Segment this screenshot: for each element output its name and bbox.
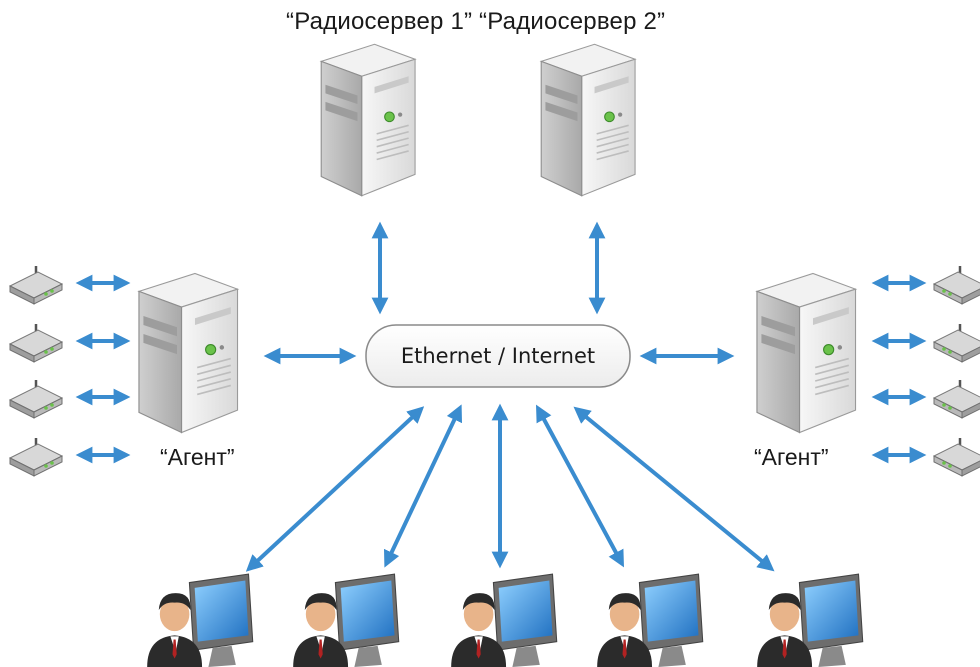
radioserver-1-server-icon — [320, 43, 416, 197]
router-icon — [932, 264, 980, 306]
hub-box — [365, 324, 631, 388]
agent-right-server-icon — [756, 272, 857, 434]
agent-right-label: “Агент” — [754, 444, 829, 470]
router-icon — [932, 322, 980, 364]
double-arrow-icon — [245, 406, 425, 572]
radioserver-labels: “Радиосервер 1” “Радиосервер 2” — [286, 8, 666, 35]
router-icon — [8, 264, 64, 306]
router-icon — [8, 378, 64, 420]
radioserver-2-server-icon — [540, 43, 636, 197]
user-workstation-icon — [146, 573, 254, 667]
user-workstation-icon — [756, 573, 864, 667]
router-icon — [932, 378, 980, 420]
router-icon — [8, 436, 64, 478]
user-workstation-icon — [450, 573, 558, 667]
user-workstation-icon — [292, 573, 400, 667]
hub-label: Ethernet / Internet — [400, 344, 596, 368]
agent-left-server-icon — [138, 272, 239, 434]
double-arrow-icon — [573, 406, 775, 572]
user-workstation-icon — [596, 573, 704, 667]
router-icon — [8, 322, 64, 364]
router-icon — [932, 436, 980, 478]
double-arrow-icon — [383, 404, 463, 568]
agent-left-label: “Агент” — [160, 444, 235, 470]
